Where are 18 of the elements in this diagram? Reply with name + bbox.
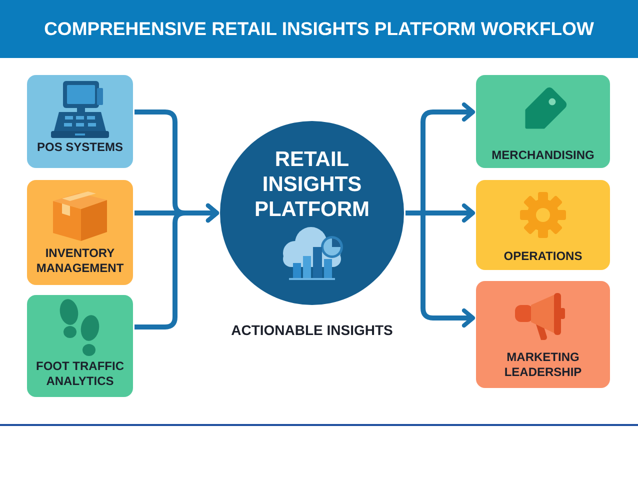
card-title: POS SYSTEMS xyxy=(36,140,124,155)
caption-text: ACTIONABLE INSIGHTS xyxy=(231,322,393,338)
connector-arrow xyxy=(426,203,476,223)
page-title: COMPREHENSIVE RETAIL INSIGHTS PLATFORM WORKFLOW xyxy=(44,18,594,40)
source-card xyxy=(27,180,133,285)
card-title: MARKETING LEADERSHIP xyxy=(503,350,583,380)
card-title: INVENTORY MANAGEMENT xyxy=(35,246,125,276)
source-card xyxy=(27,75,133,168)
output-card xyxy=(476,180,610,270)
output-card xyxy=(476,281,610,388)
output-card xyxy=(476,75,610,168)
card-title: FOOT TRAFFIC ANALYTICS xyxy=(35,359,125,389)
connector-arrow xyxy=(134,203,220,330)
connector-arrow xyxy=(420,308,476,328)
card-title: MERCHANDISING xyxy=(492,148,594,163)
card-title: OPERATIONS xyxy=(504,249,582,264)
platform-title: RETAIL INSIGHTS PLATFORM xyxy=(253,147,371,222)
source-card xyxy=(27,295,133,397)
